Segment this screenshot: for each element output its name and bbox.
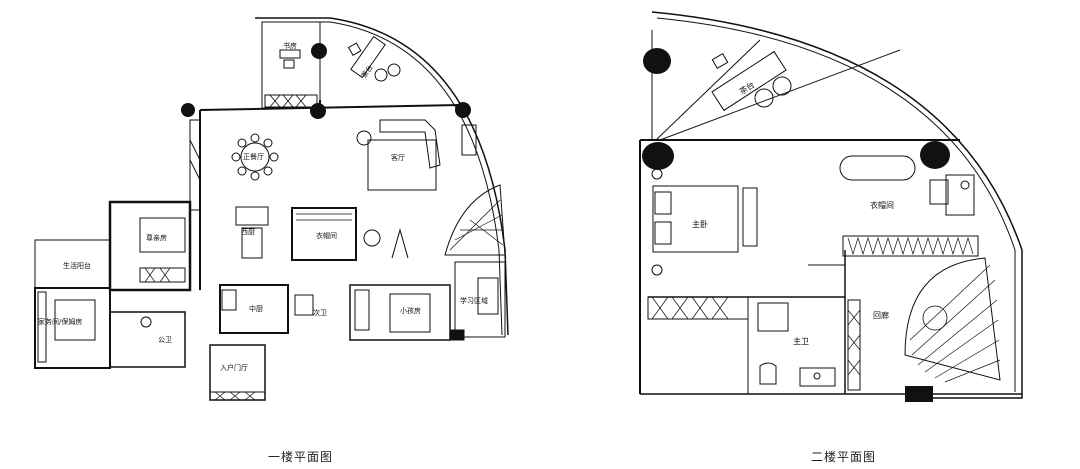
floor1-labels: 书房 茶台 正餐厅 客厅 尊亲房 西厨 衣帽间 生活阳台 家务间/保姆房 公卫 … [38,41,488,372]
floor-plans: 书房 茶台 正餐厅 客厅 尊亲房 西厨 衣帽间 生活阳台 家务间/保姆房 公卫 … [34,11,1023,402]
label-living: 客厅 [391,153,405,162]
label-child-room: 小孩房 [400,306,421,315]
floor1-plan [34,17,509,401]
label-western-kitchen: 西厨 [241,228,255,236]
label-tea-1: 茶台 [359,63,374,80]
label-study-area: 学习区域 [460,296,488,305]
label-guest-bedroom: 尊亲房 [146,233,167,242]
label-master-bedroom: 主卧 [692,219,708,229]
floor2-labels: 茶台 主卧 衣帽间 回廊 主卫 [692,79,894,346]
label-cloakroom-1: 衣帽间 [316,231,337,240]
floor2-caption: 二楼平面图 [811,450,877,464]
floor1-caption: 一楼平面图 [268,450,334,464]
chinese-kitchen [219,284,289,334]
label-study: 书房 [283,41,297,50]
label-master-bath: 主卫 [793,336,809,346]
floor1-curved-facade [255,17,509,336]
label-corridor: 回廊 [873,310,889,320]
floor2-plan [639,11,1023,402]
label-dining: 正餐厅 [243,152,264,161]
label-cloakroom-2: 衣帽间 [870,200,894,210]
master-bed [652,185,739,253]
label-tea-2: 茶台 [737,79,756,96]
floor1-spiral-stair [444,184,506,256]
child-room [349,284,451,341]
floor2-curved-facade [651,11,1023,399]
label-child-bath: 次卫 [313,308,327,317]
label-chinese-kitchen: 中厨 [249,304,263,313]
label-maid-room: 家务间/保姆房 [38,317,82,326]
guest-bedroom [108,200,192,292]
floor2-spiral-stair [904,257,1001,381]
label-entrance: 入户门厅 [220,363,248,372]
cloakroom-1 [291,207,357,261]
label-balcony: 生活阳台 [63,261,91,270]
label-public-bath: 公卫 [158,336,172,344]
